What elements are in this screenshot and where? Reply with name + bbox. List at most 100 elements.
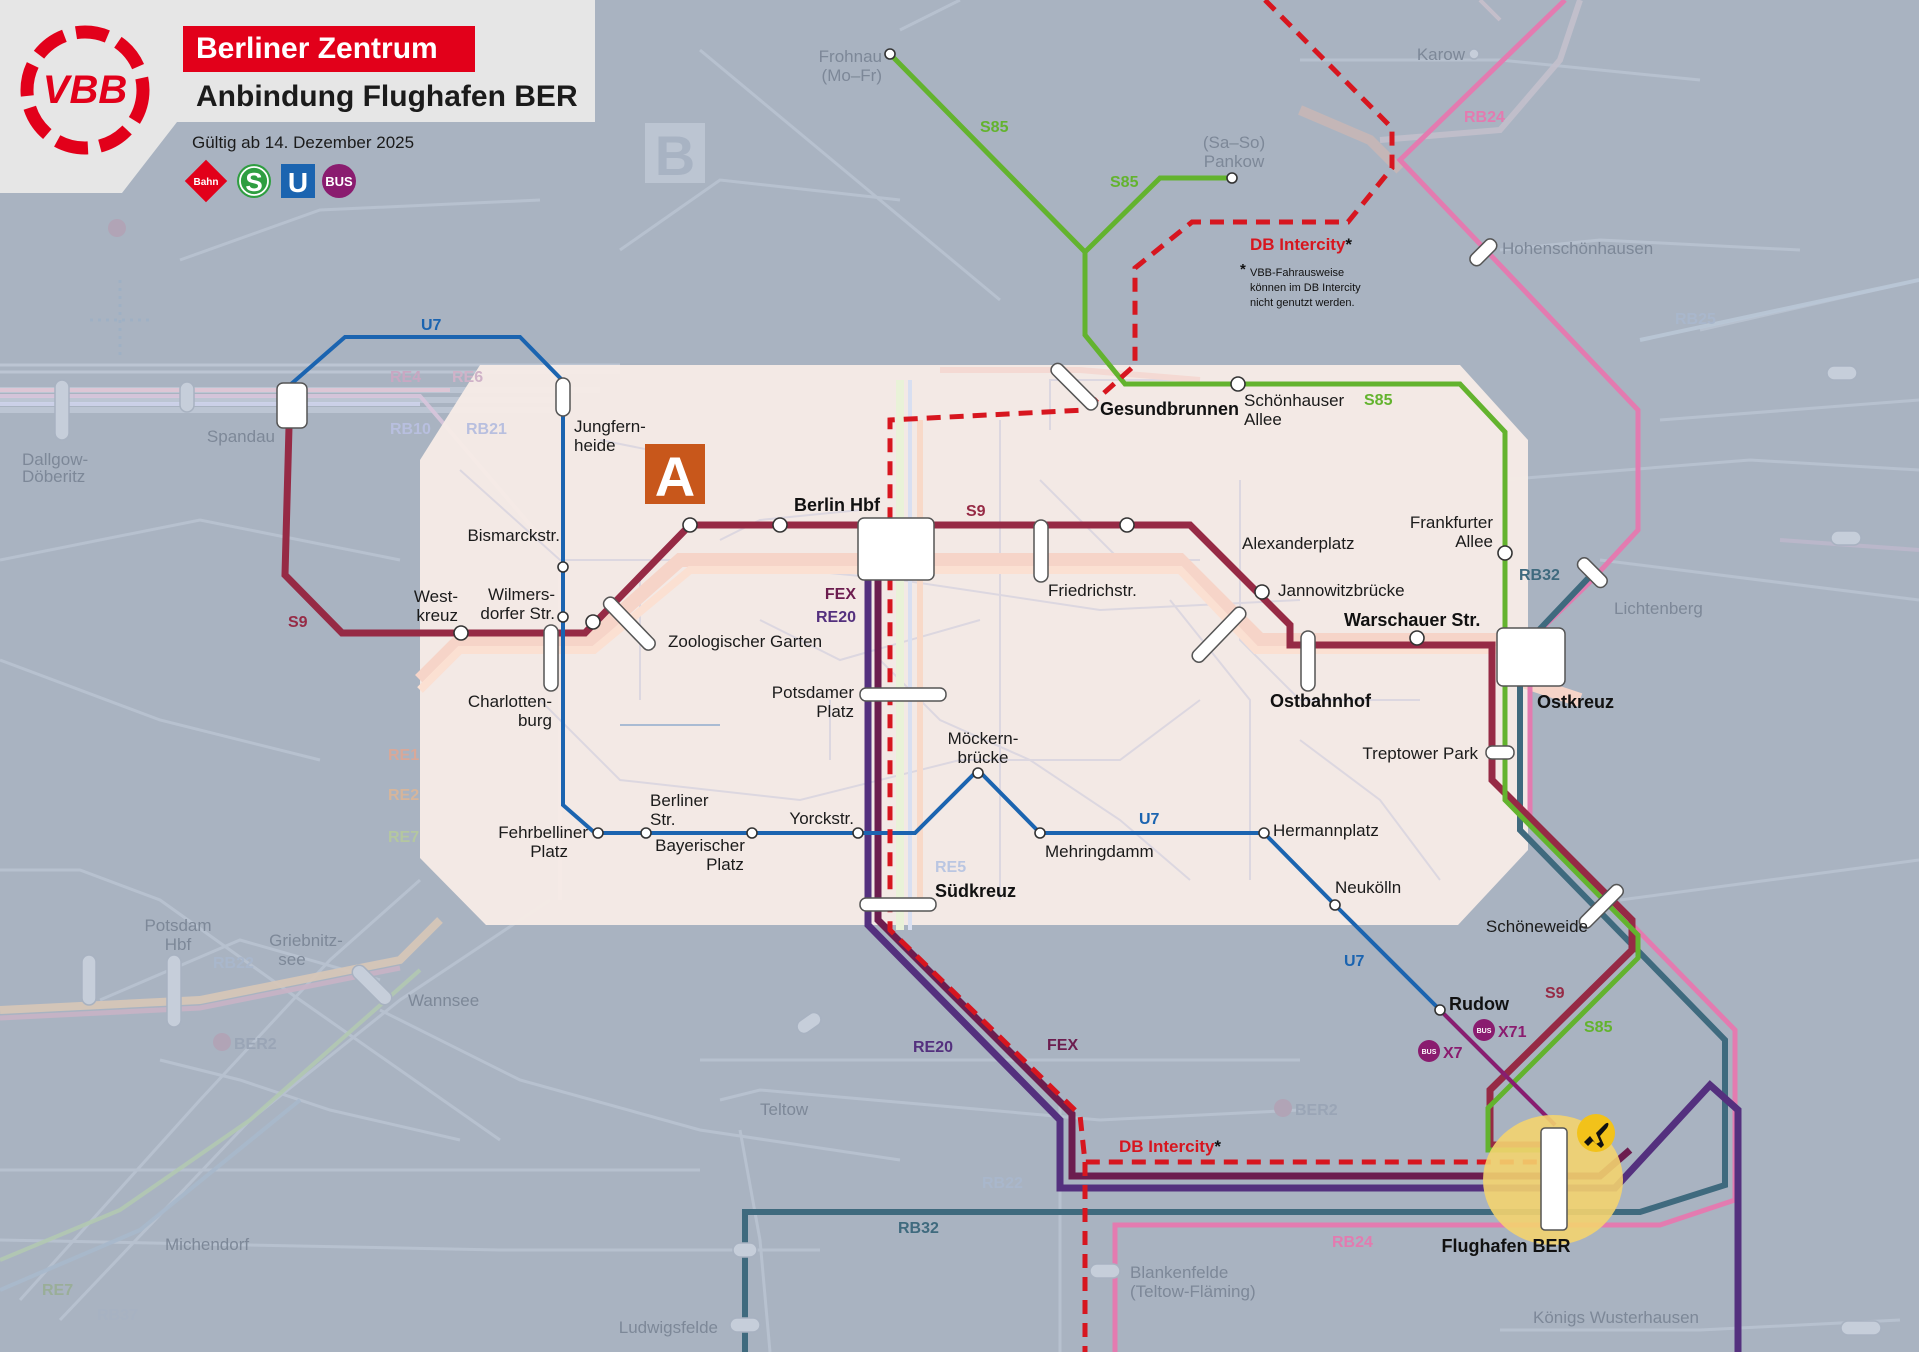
validity-date: Gültig ab 14. Dezember 2025 [192, 133, 414, 152]
label-wilmersdorfer: Wilmers-dorfer Str. [480, 585, 555, 623]
label-bismarckstr: Bismarckstr. [467, 526, 560, 545]
ghost-label-re5: RE5 [935, 859, 966, 876]
ghost-label-rb21: RB21 [466, 421, 507, 438]
label-westkreuz: West-kreuz [414, 587, 458, 625]
ghost-label-ber2-west: BER2 [234, 1036, 277, 1053]
label-alexanderplatz: Alexanderplatz [1242, 534, 1354, 553]
label-michendorf: Michendorf [165, 1235, 249, 1254]
label-wannsee: Wannsee [408, 991, 479, 1010]
ostkreuz-marker[interactable] [1496, 627, 1566, 687]
line-label-bus-x7: X7 [1443, 1045, 1463, 1062]
line-bus-x71 [1438, 1008, 1557, 1127]
bus-icon: BUS [322, 164, 356, 198]
label-griebnitzsee: Griebnitz-see [269, 931, 343, 969]
intercity-note: * VBB-Fahrausweise können im DB Intercit… [1240, 261, 1361, 309]
label-dallgow: Dallgow-Döberitz [22, 450, 88, 486]
label-spandau: Spandau [207, 427, 275, 446]
berlin-hbf-marker[interactable] [857, 517, 935, 581]
label-hohenschoenhausen: Hohenschönhausen [1502, 239, 1653, 258]
vbb-logo: VBB [20, 25, 150, 155]
line-label-u7-center: U7 [1139, 811, 1160, 828]
label-treptower-park: Treptower Park [1362, 744, 1478, 763]
line-intercity-north [887, 0, 1540, 1165]
line-label-rb32-east: RB32 [1519, 567, 1560, 584]
ghost-label-re4: RE4 [390, 369, 421, 386]
ghost-line-labels: RE4 RE6 RB10 RB21 RE1 RE2 RE7 RE5 RB22 R… [42, 219, 1716, 1324]
line-label-s9-west: S9 [288, 614, 308, 631]
line-label-s9-south: S9 [1545, 985, 1565, 1002]
page-title: Berliner Zentrum [196, 32, 438, 65]
ghost-label-re7-west: RE7 [388, 829, 419, 846]
ber-marker[interactable] [1540, 1127, 1568, 1231]
label-frohnau: Frohnau(Mo–Fr) [819, 47, 882, 85]
line-label-rb24-south: RB24 [1332, 1234, 1373, 1251]
intercity-note-star: * [1240, 261, 1246, 278]
bus-x7-label: BUS X7 [1418, 1040, 1463, 1062]
ghost-label-re6: RE6 [452, 369, 483, 386]
label-mehringdamm: Mehringdamm [1045, 842, 1154, 861]
line-re20 [864, 560, 1742, 1352]
label-gesundbrunnen: Gesundbrunnen [1100, 399, 1239, 419]
ghost-label-re1: RE1 [388, 747, 419, 764]
line-label-intercity-north: DB Intercity* [1250, 235, 1352, 254]
ghost-bus-icon [108, 219, 126, 237]
u-bahn-icon-text: U [288, 167, 308, 198]
label-lichtenberg: Lichtenberg [1614, 599, 1703, 618]
label-pankow: (Sa–So)Pankow [1203, 133, 1265, 171]
line-label-re20-center: RE20 [816, 609, 856, 626]
label-blankenfelde: Blankenfelde(Teltow-Fläming) [1130, 1263, 1256, 1301]
label-hermannplatz: Hermannplatz [1273, 821, 1379, 840]
label-jungfernheide: Jungfern-heide [574, 417, 646, 455]
station-labels: Frohnau(Mo–Fr) Karow (Sa–So)Pankow Hohen… [22, 45, 1703, 1337]
line-s85 [888, 52, 1641, 1153]
label-berlin-hbf: Berlin Hbf [794, 495, 881, 515]
line-label-bus-x71: X71 [1498, 1024, 1527, 1041]
label-jannowitzbruecke: Jannowitzbrücke [1278, 581, 1405, 600]
label-teltow: Teltow [760, 1100, 809, 1119]
bus-x71-badge-text: BUS [1477, 1028, 1492, 1035]
line-label-s85-south: S85 [1584, 1019, 1613, 1036]
line-label-s9-center: S9 [966, 503, 986, 520]
logo-text: VBB [43, 68, 127, 112]
label-rudow: Rudow [1449, 994, 1510, 1014]
zone-a-letter: A [655, 445, 695, 508]
line-labels: S9 S9 S9 S85 S85 S85 S85 U7 U7 U7 FEX RE… [288, 109, 1613, 1251]
line-label-rb24-north: RB24 [1464, 109, 1505, 126]
label-suedkreuz: Südkreuz [935, 881, 1016, 901]
ghost-label-rb25: RB25 [1675, 311, 1716, 328]
label-moeckernbruecke: Möckern-brücke [948, 729, 1019, 767]
ghost-label-rb22: RB22 [213, 955, 254, 972]
label-koenigs-wusterhausen: Königs Wusterhausen [1533, 1308, 1699, 1327]
line-label-intercity-south: DB Intercity* [1119, 1137, 1221, 1156]
zone-b-letter: B [655, 124, 695, 187]
ghost-label-ber2-south: BER2 [1295, 1102, 1338, 1119]
line-label-s85-north: S85 [980, 119, 1009, 136]
line-label-re20-south: RE20 [913, 1039, 953, 1056]
ghost-label-rb10: RB10 [390, 421, 431, 438]
line-label-fex-south: FEX [1047, 1037, 1078, 1054]
line-s9 [281, 389, 1636, 1149]
label-schoeneweide: Schöneweide [1486, 917, 1588, 936]
label-ostkreuz: Ostkreuz [1537, 692, 1614, 712]
bahn-icon: Bahn [184, 159, 228, 203]
airport-icon [1577, 1114, 1615, 1152]
bahn-icon-text: Bahn [194, 177, 219, 188]
label-ludwigsfelde: Ludwigsfelde [619, 1318, 718, 1337]
label-neukoelln: Neukölln [1335, 878, 1401, 897]
label-friedrichstr: Friedrichstr. [1048, 581, 1137, 600]
page-subtitle: Anbindung Flughafen BER [196, 80, 578, 113]
zone-a-badge: A [645, 444, 705, 508]
spandau-marker[interactable] [276, 382, 308, 429]
ghost-label-re2: RE2 [388, 787, 419, 804]
ghost-bus-ber2-south: BER2 [1274, 1099, 1338, 1119]
s-bahn-icon-text: S [245, 167, 262, 197]
label-flughafen-ber: Flughafen BER [1442, 1236, 1571, 1256]
label-warschauer-str: Warschauer Str. [1344, 610, 1480, 630]
u-bahn-icon: U [281, 164, 315, 198]
header-panel: VBB Berliner Zentrum Anbindung Flughafen… [0, 0, 595, 203]
